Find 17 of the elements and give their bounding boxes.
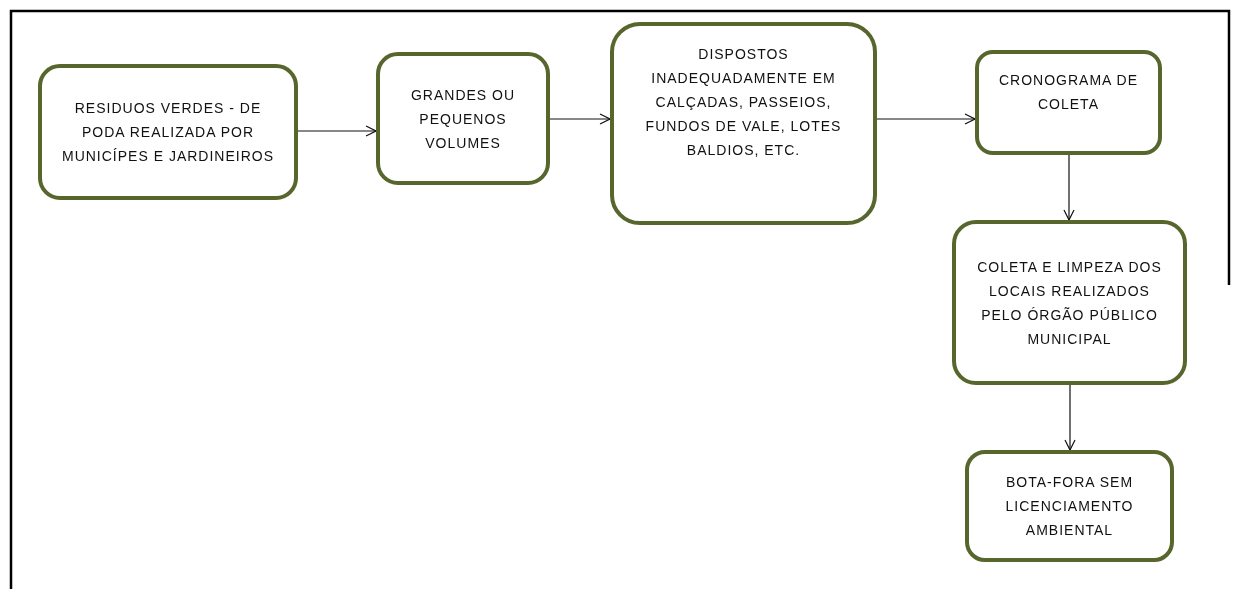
arrow: [1063, 154, 1075, 221]
process-box: [952, 220, 1187, 385]
box-text: COLETA E LIMPEZA DOS LOCAIS REALIZADOS PELO ÓRGÃO PÚBLICO MUNICIPAL: [976, 257, 1163, 349]
arrow: [297, 125, 377, 137]
process-box: [38, 64, 298, 200]
arrow: [549, 113, 611, 125]
box-text: GRANDES OU PEQUENOS VOLUMES: [409, 85, 517, 153]
box-text: RESIDUOS VERDES - DE PODA REALIZADA POR MUNICÍPES E JARDINEIROS: [61, 99, 275, 166]
arrow: [876, 113, 976, 125]
process-box: [965, 450, 1174, 562]
arrow: [1064, 384, 1076, 451]
box-text: BOTA-FORA SEM LICENCIAMENTO AMBIENTAL: [1004, 473, 1135, 540]
process-box: [376, 52, 550, 185]
box-text: DISPOSTOS INADEQUADAMENTE EM CALÇADAS, PASSEIOS, FUNDOS DE VALE, LOTES BALDIOS, ETC.: [644, 45, 843, 160]
box-text: CRONOGRAMA DE COLETA: [998, 71, 1139, 114]
process-box: [975, 50, 1162, 155]
process-box: [610, 22, 877, 225]
